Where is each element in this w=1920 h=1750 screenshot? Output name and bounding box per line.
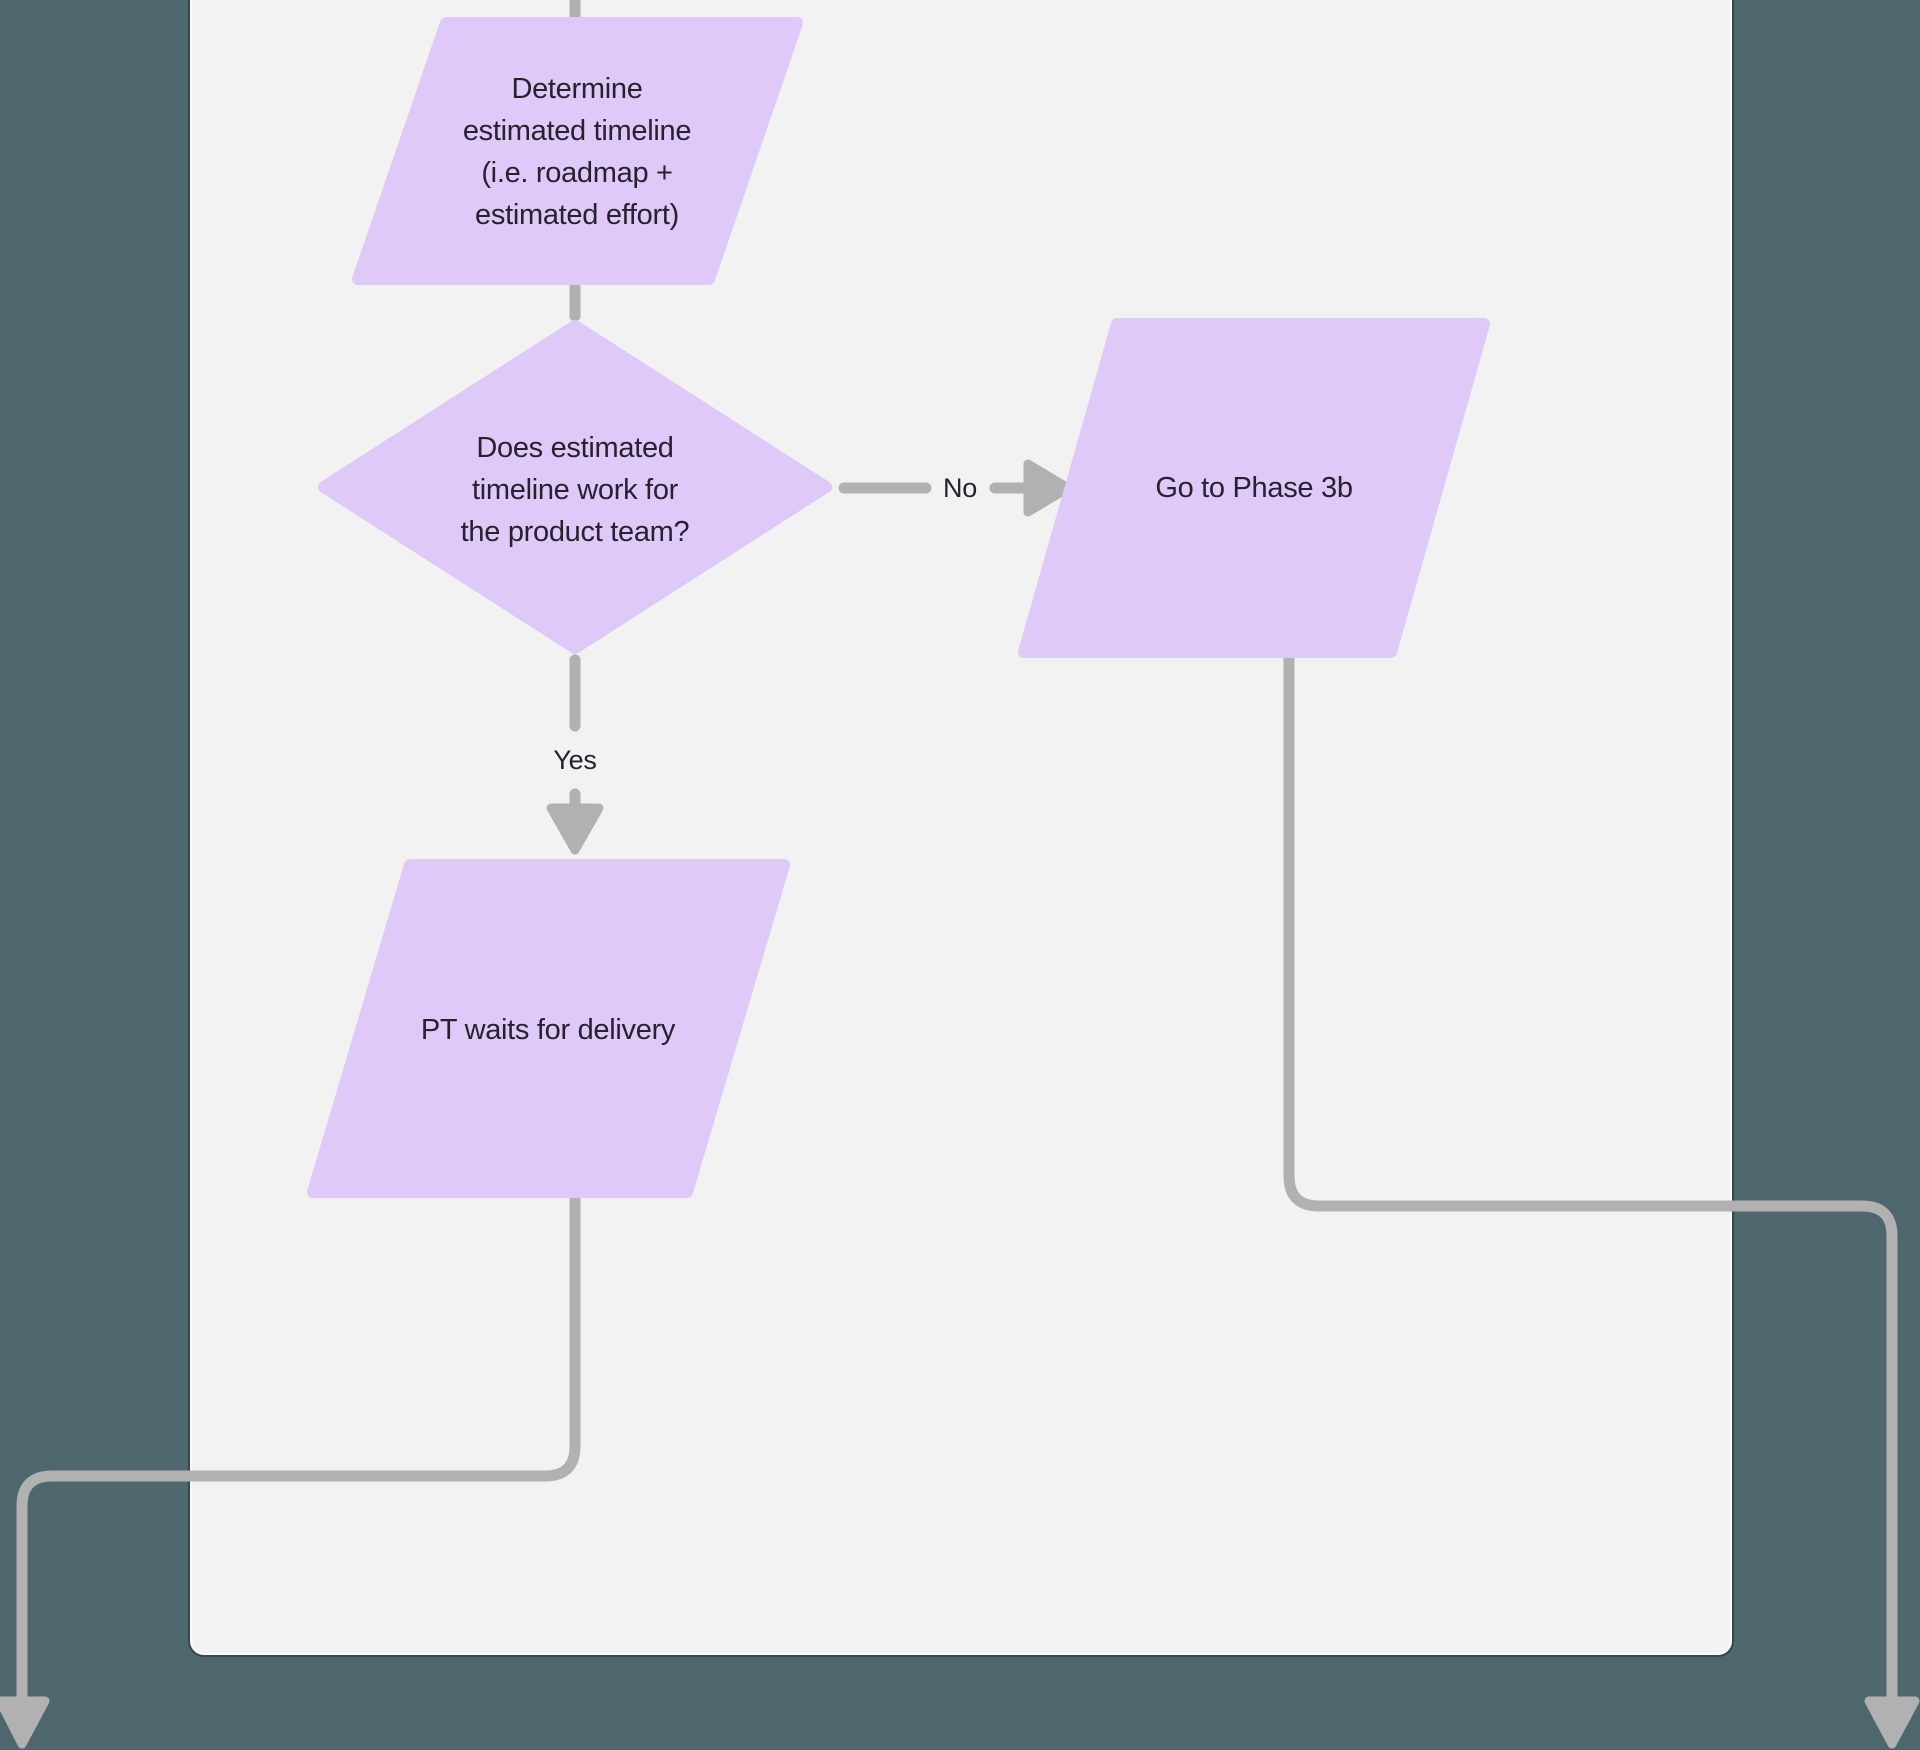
connector-ptwaits-to-bottom-left[interactable] (16, 1193, 581, 1703)
node-label-determine-estimated-timeline[interactable]: Determine estimated timeline (i.e. roadm… (462, 73, 692, 231)
arrowhead-bottom-right (1864, 1696, 1920, 1749)
node-pt-waits-for-delivery[interactable] (307, 859, 790, 1198)
node-label-pt-waits-for-delivery[interactable]: PT waits for delivery (420, 1014, 676, 1046)
node-label-go-to-phase-3b[interactable]: Go to Phase 3b (1155, 472, 1353, 504)
connector-phase3b-to-bottom-right[interactable] (1283, 652, 1898, 1703)
node-does-estimated-timeline-work[interactable] (318, 320, 832, 654)
edge-label-yes[interactable]: Yes (553, 745, 597, 775)
edge-label-no[interactable]: No (943, 473, 977, 503)
arrowhead-bottom-left (0, 1696, 50, 1749)
node-go-to-phase-3b[interactable] (1018, 318, 1490, 658)
node-determine-estimated-timeline[interactable] (352, 17, 803, 285)
node-label-does-estimated-timeline-work[interactable]: Does estimated timeline work for the pro… (460, 432, 690, 548)
arrowhead-no-branch (1023, 459, 1073, 517)
arrowhead-yes-branch (546, 803, 604, 855)
